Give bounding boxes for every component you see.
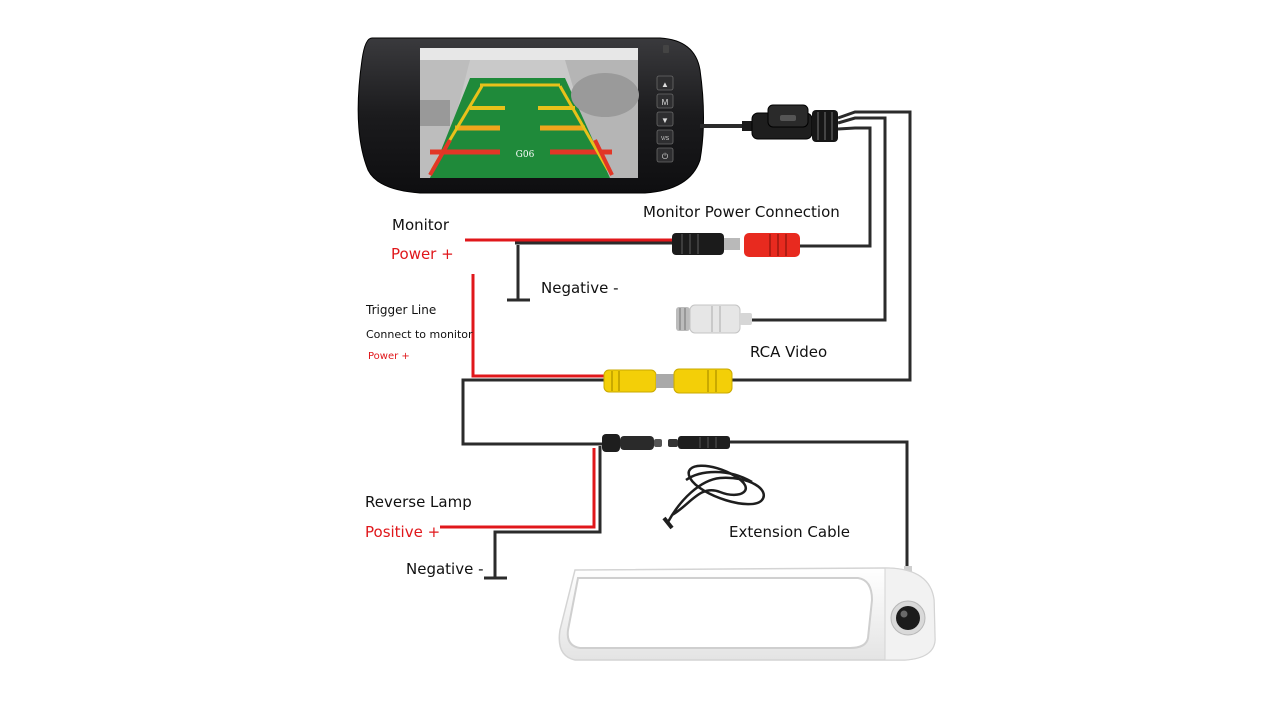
- button-power[interactable]: [656, 147, 674, 163]
- splitter-connector: [742, 104, 838, 142]
- wire-camera-line: [730, 440, 909, 572]
- wire-camera-video: [461, 378, 604, 446]
- trigger-power-plus-label: Power +: [368, 351, 410, 362]
- monitor-screen: G06: [420, 48, 639, 178]
- screen-tag: G06: [516, 150, 535, 160]
- connect-to-monitor-label: Connect to monitor: [366, 328, 473, 341]
- down-arrow-icon: ▼: [661, 116, 669, 125]
- wire-power-red: [800, 126, 872, 248]
- button-vs[interactable]: [656, 129, 674, 145]
- signal-wires: [461, 110, 912, 580]
- light-sensor-icon: [663, 45, 669, 53]
- extension-cable-label: Extension Cable: [729, 523, 850, 541]
- monitor-power-plus-label: Power +: [391, 245, 454, 263]
- reverse-camera: [558, 566, 936, 661]
- negative-bottom-label: Negative -: [406, 560, 484, 578]
- monitor-label: Monitor: [392, 216, 450, 234]
- power-icon: ⏻: [662, 152, 669, 161]
- wire-trigger-line: [471, 274, 604, 378]
- wire-rca-yellow: [732, 110, 912, 382]
- camera-connectors: [602, 434, 730, 452]
- yellow-rca-connector: [603, 368, 733, 394]
- mirror-monitor: G06 ▲ M ▼ V/S ⏻: [357, 37, 704, 194]
- extension-cable-coil: [662, 464, 765, 530]
- button-down[interactable]: [656, 111, 674, 127]
- white-rca-plug: [676, 304, 752, 334]
- monitor-power-connection-label: Monitor Power Connection: [643, 203, 840, 221]
- plug-tip: [724, 238, 740, 250]
- power-wires: [440, 238, 672, 529]
- wire-reverse-lamp-positive: [440, 448, 596, 529]
- wire-negative-bottom: [493, 446, 602, 578]
- menu-icon: M: [662, 98, 669, 107]
- reverse-lamp-label: Reverse Lamp: [365, 493, 472, 511]
- positive-plus-label: Positive +: [365, 523, 441, 541]
- monitor-buttons: ▲ M ▼ V/S ⏻: [656, 75, 674, 163]
- vs-icon: V/S: [661, 136, 670, 142]
- wire-rca-white: [752, 116, 887, 322]
- camera-lens-icon: [896, 606, 920, 630]
- trigger-line-label: Trigger Line: [366, 303, 437, 317]
- parked-car-shape: [571, 73, 639, 117]
- red-power-plug: [744, 233, 800, 257]
- power-rca-plugs: [672, 233, 800, 257]
- up-arrow-icon: ▲: [661, 80, 669, 89]
- negative-top-label: Negative -: [541, 279, 619, 297]
- rca-video-label: RCA Video: [750, 343, 828, 361]
- button-up[interactable]: [656, 75, 674, 91]
- button-menu[interactable]: [656, 93, 674, 109]
